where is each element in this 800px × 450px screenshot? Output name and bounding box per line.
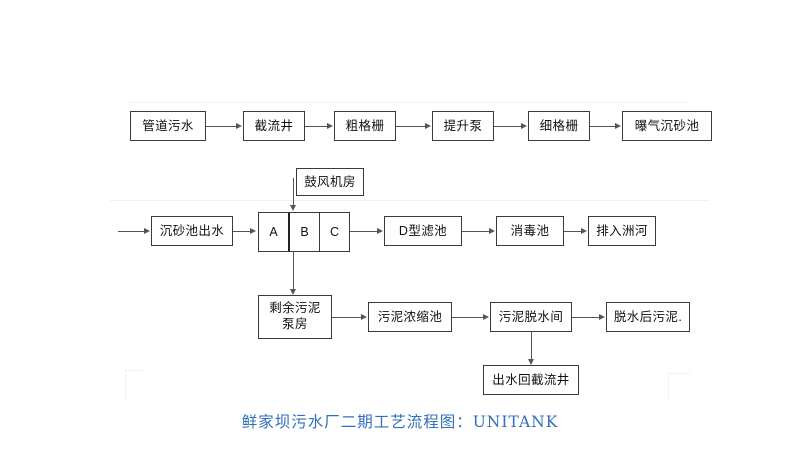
node-lift-pump[interactable]: 提升泵	[432, 111, 494, 141]
connector-d-filter-to-disinfection	[462, 231, 491, 232]
page-guide-line-top	[128, 102, 688, 103]
connector-sludge-pump-to-thickener	[332, 317, 363, 318]
arrowhead-pipe-to-well	[236, 122, 242, 129]
node-unitank-reactor[interactable]: A B C	[258, 212, 350, 252]
arrowhead-reactor-to-d-filter	[377, 227, 383, 234]
node-disinfection-tank[interactable]: 消毒池	[496, 216, 564, 246]
arrowhead-dewatering-to-return-well	[527, 359, 534, 365]
connector-lift-pump-to-fine-screen	[494, 126, 523, 127]
connector-fine-screen-to-grit-chamber	[590, 126, 617, 127]
node-aerated-grit-chamber[interactable]: 曝气沉砂池	[622, 111, 712, 141]
connector-blower-to-reactor	[293, 178, 294, 206]
node-coarse-screen[interactable]: 粗格栅	[334, 111, 396, 141]
page-guide-line-middle	[110, 200, 710, 201]
node-grit-effluent[interactable]: 沉砂池出水	[151, 216, 233, 246]
node-return-to-intercepting-well[interactable]: 出水回截流井	[483, 365, 579, 395]
arrowhead-dewatering-to-dewatered-sludge	[599, 313, 605, 320]
arrowhead-well-to-coarse-screen	[327, 122, 333, 129]
arrowhead-d-filter-to-disinfection	[489, 227, 495, 234]
connector-well-to-coarse-screen	[305, 126, 329, 127]
connector-grit-effluent-to-reactor	[233, 231, 252, 232]
connector-thickener-to-dewatering	[452, 317, 485, 318]
reactor-cell-b[interactable]: B	[288, 213, 319, 251]
arrowhead-lift-pump-to-fine-screen	[521, 122, 527, 129]
arrowhead-reactor-to-sludge-pump	[289, 289, 296, 295]
node-discharge-to-river[interactable]: 排入洲河	[588, 216, 656, 246]
connector-coarse-screen-to-lift-pump	[396, 126, 427, 127]
node-intercepting-well[interactable]: 截流井	[243, 111, 305, 141]
connector-inflow-to-grit-effluent	[118, 231, 146, 232]
reactor-cell-c[interactable]: C	[319, 213, 349, 251]
arrowhead-fine-screen-to-grit-chamber	[615, 122, 621, 129]
diagram-caption: 鲜家坝污水厂二期工艺流程图：UNITANK	[241, 413, 559, 431]
connector-disinfection-to-river	[564, 231, 583, 232]
page-crop-mark-right-horizontal	[668, 373, 690, 374]
arrowhead-disinfection-to-river	[581, 227, 587, 234]
node-d-type-filter[interactable]: D型滤池	[384, 216, 462, 246]
node-fine-screen[interactable]: 细格栅	[528, 111, 590, 141]
connector-reactor-to-d-filter	[350, 231, 379, 232]
arrowhead-grit-effluent-to-reactor	[250, 227, 256, 234]
connector-reactor-to-sludge-pump	[293, 252, 294, 290]
node-pipe-sewage[interactable]: 管道污水	[130, 111, 206, 141]
node-dewatered-sludge[interactable]: 脱水后污泥.	[606, 302, 690, 332]
node-blower-room[interactable]: 鼓风机房	[296, 168, 364, 196]
arrowhead-inflow-to-grit-effluent	[144, 227, 150, 234]
reactor-cell-a[interactable]: A	[269, 225, 278, 239]
page-crop-mark-left-vertical	[125, 370, 126, 400]
page-crop-mark-left-horizontal	[125, 370, 143, 371]
connector-dewatering-to-return-well	[531, 332, 532, 360]
node-sludge-thickener[interactable]: 污泥浓缩池	[368, 302, 452, 332]
connector-dewatering-to-dewatered-sludge	[572, 317, 601, 318]
arrowhead-coarse-screen-to-lift-pump	[425, 122, 431, 129]
arrowhead-blower-to-reactor	[289, 205, 296, 211]
arrowhead-sludge-pump-to-thickener	[361, 313, 367, 320]
node-sludge-dewatering-room[interactable]: 污泥脱水间	[490, 302, 572, 332]
connector-pipe-to-well	[206, 126, 238, 127]
arrowhead-thickener-to-dewatering	[483, 313, 489, 320]
node-excess-sludge-pump-room[interactable]: 剩余污泥 泵房	[258, 295, 332, 339]
page-crop-mark-right-vertical	[668, 373, 669, 401]
